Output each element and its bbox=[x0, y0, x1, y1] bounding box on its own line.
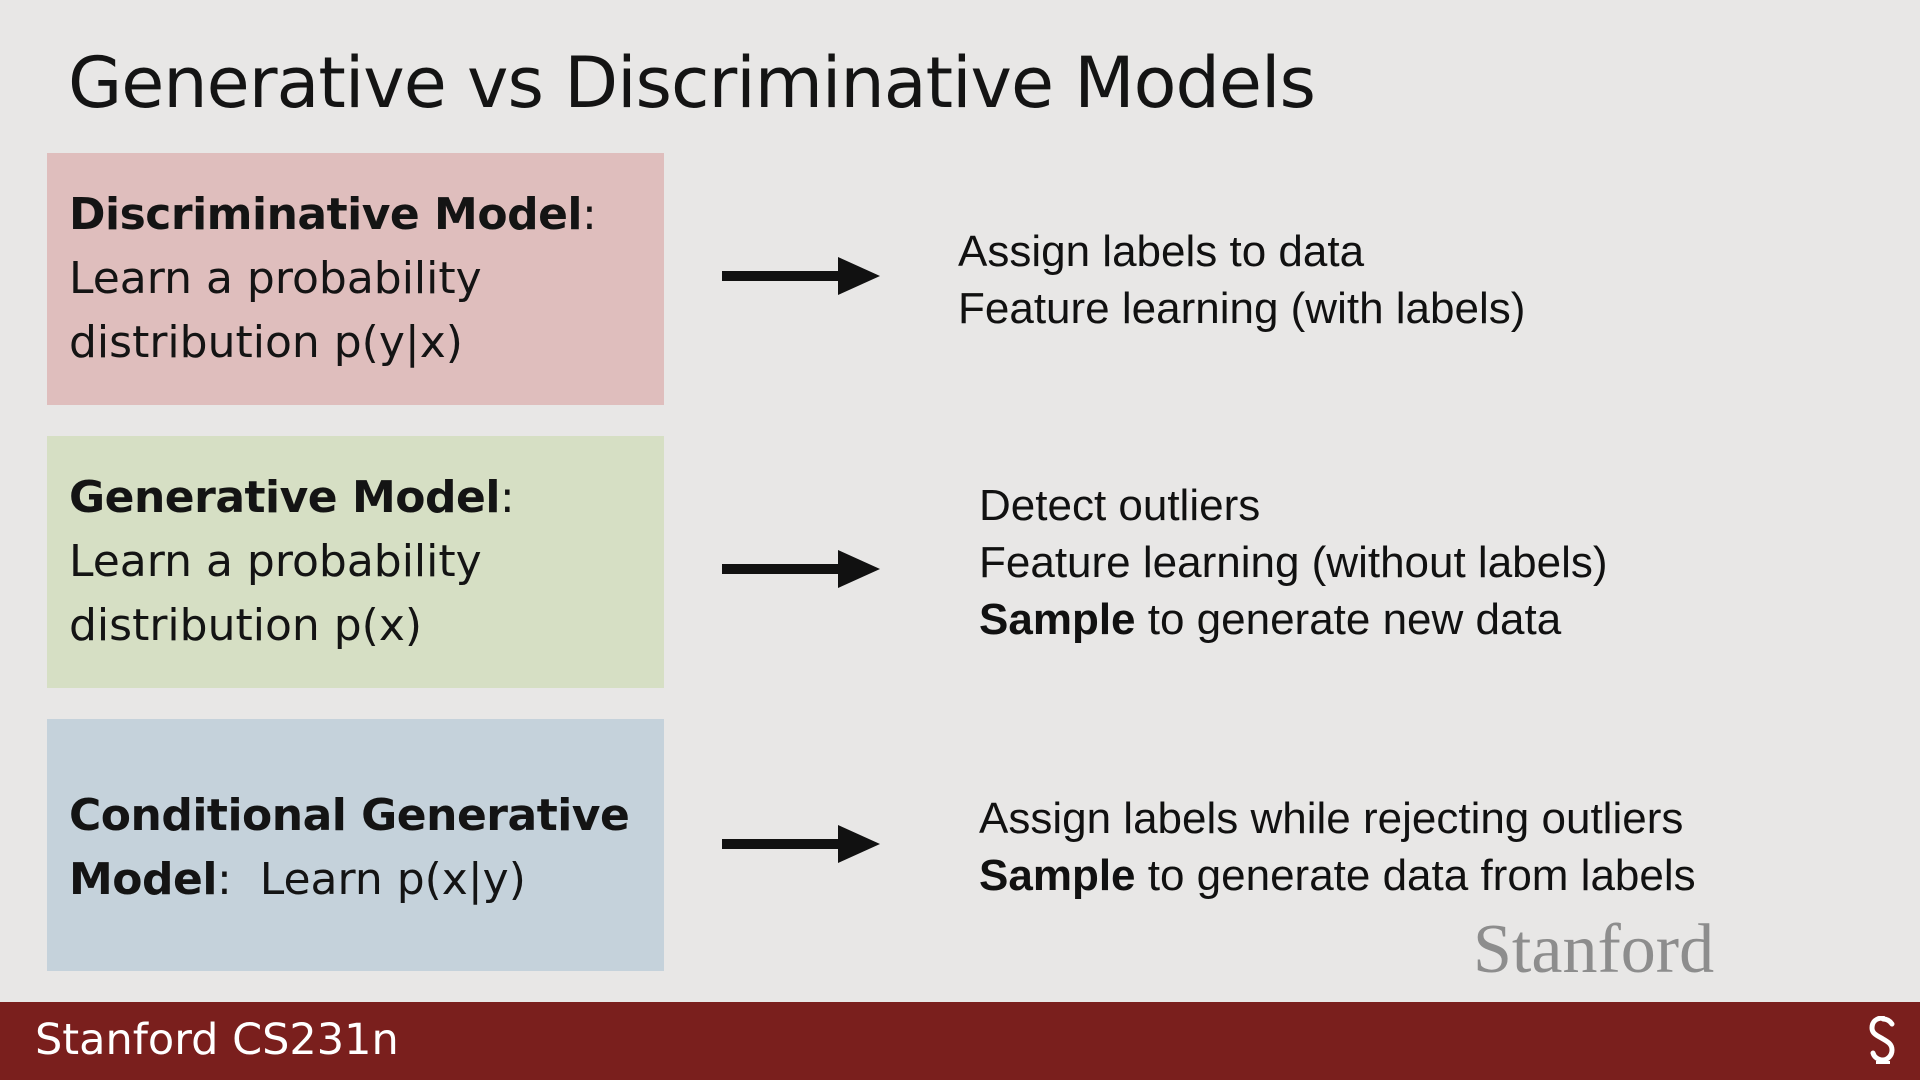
use-text: to generate new data bbox=[1135, 595, 1562, 644]
conditional-generative-uses: Assign labels while rejecting outliers S… bbox=[979, 790, 1696, 904]
model-heading: Model: Learn p(x|y) bbox=[69, 848, 642, 912]
model-colon: : bbox=[216, 854, 232, 905]
stanford-seal-icon bbox=[1869, 1016, 1895, 1064]
right-arrow-icon bbox=[722, 550, 880, 588]
right-arrow-icon bbox=[722, 257, 880, 295]
use-item: Sample to generate data from labels bbox=[979, 847, 1696, 904]
model-name: Conditional Generative bbox=[69, 790, 630, 841]
model-description: Learn p(x|y) bbox=[259, 854, 526, 905]
model-name: Generative Model bbox=[69, 472, 500, 523]
use-item: Assign labels to data bbox=[958, 227, 1365, 276]
model-description-line: distribution p(y|x) bbox=[69, 317, 463, 368]
discriminative-uses: Assign labels to data Feature learning (… bbox=[958, 223, 1525, 337]
discriminative-model-box: Discriminative Model: Learn a probabilit… bbox=[47, 153, 664, 405]
use-item: Sample to generate new data bbox=[979, 591, 1608, 648]
model-heading: Generative Model: bbox=[69, 466, 642, 530]
use-item: Feature learning (without labels) bbox=[979, 538, 1608, 587]
course-label: Stanford CS231n bbox=[35, 1015, 399, 1065]
use-text: to generate data from labels bbox=[1135, 851, 1696, 900]
use-emphasis: Sample bbox=[979, 851, 1136, 900]
model-heading: Discriminative Model: bbox=[69, 183, 642, 247]
model-description-line: Learn a probability bbox=[69, 253, 482, 304]
use-item: Detect outliers bbox=[979, 481, 1261, 530]
stanford-logo: Stanford bbox=[1473, 911, 1715, 988]
footer-bar: Stanford CS231n bbox=[0, 1002, 1920, 1080]
use-item: Feature learning (with labels) bbox=[958, 284, 1526, 333]
model-name: Model bbox=[69, 854, 217, 905]
model-description-line: distribution p(x) bbox=[69, 600, 423, 651]
conditional-generative-model-box: Conditional Generative Model: Learn p(x|… bbox=[47, 719, 664, 971]
use-item: Assign labels while rejecting outliers bbox=[979, 794, 1684, 843]
model-colon: : bbox=[499, 472, 515, 523]
model-colon: : bbox=[582, 189, 597, 240]
model-text: Conditional Generative Model: Learn p(x|… bbox=[69, 778, 642, 912]
model-description-line: Learn a probability bbox=[69, 536, 482, 587]
generative-uses: Detect outliers Feature learning (withou… bbox=[979, 477, 1608, 648]
generative-model-box: Generative Model: Learn a probability di… bbox=[47, 436, 664, 688]
right-arrow-icon bbox=[722, 825, 880, 863]
use-emphasis: Sample bbox=[979, 595, 1136, 644]
model-name: Discriminative Model bbox=[69, 189, 583, 240]
slide-title: Generative vs Discriminative Models bbox=[68, 42, 1316, 124]
